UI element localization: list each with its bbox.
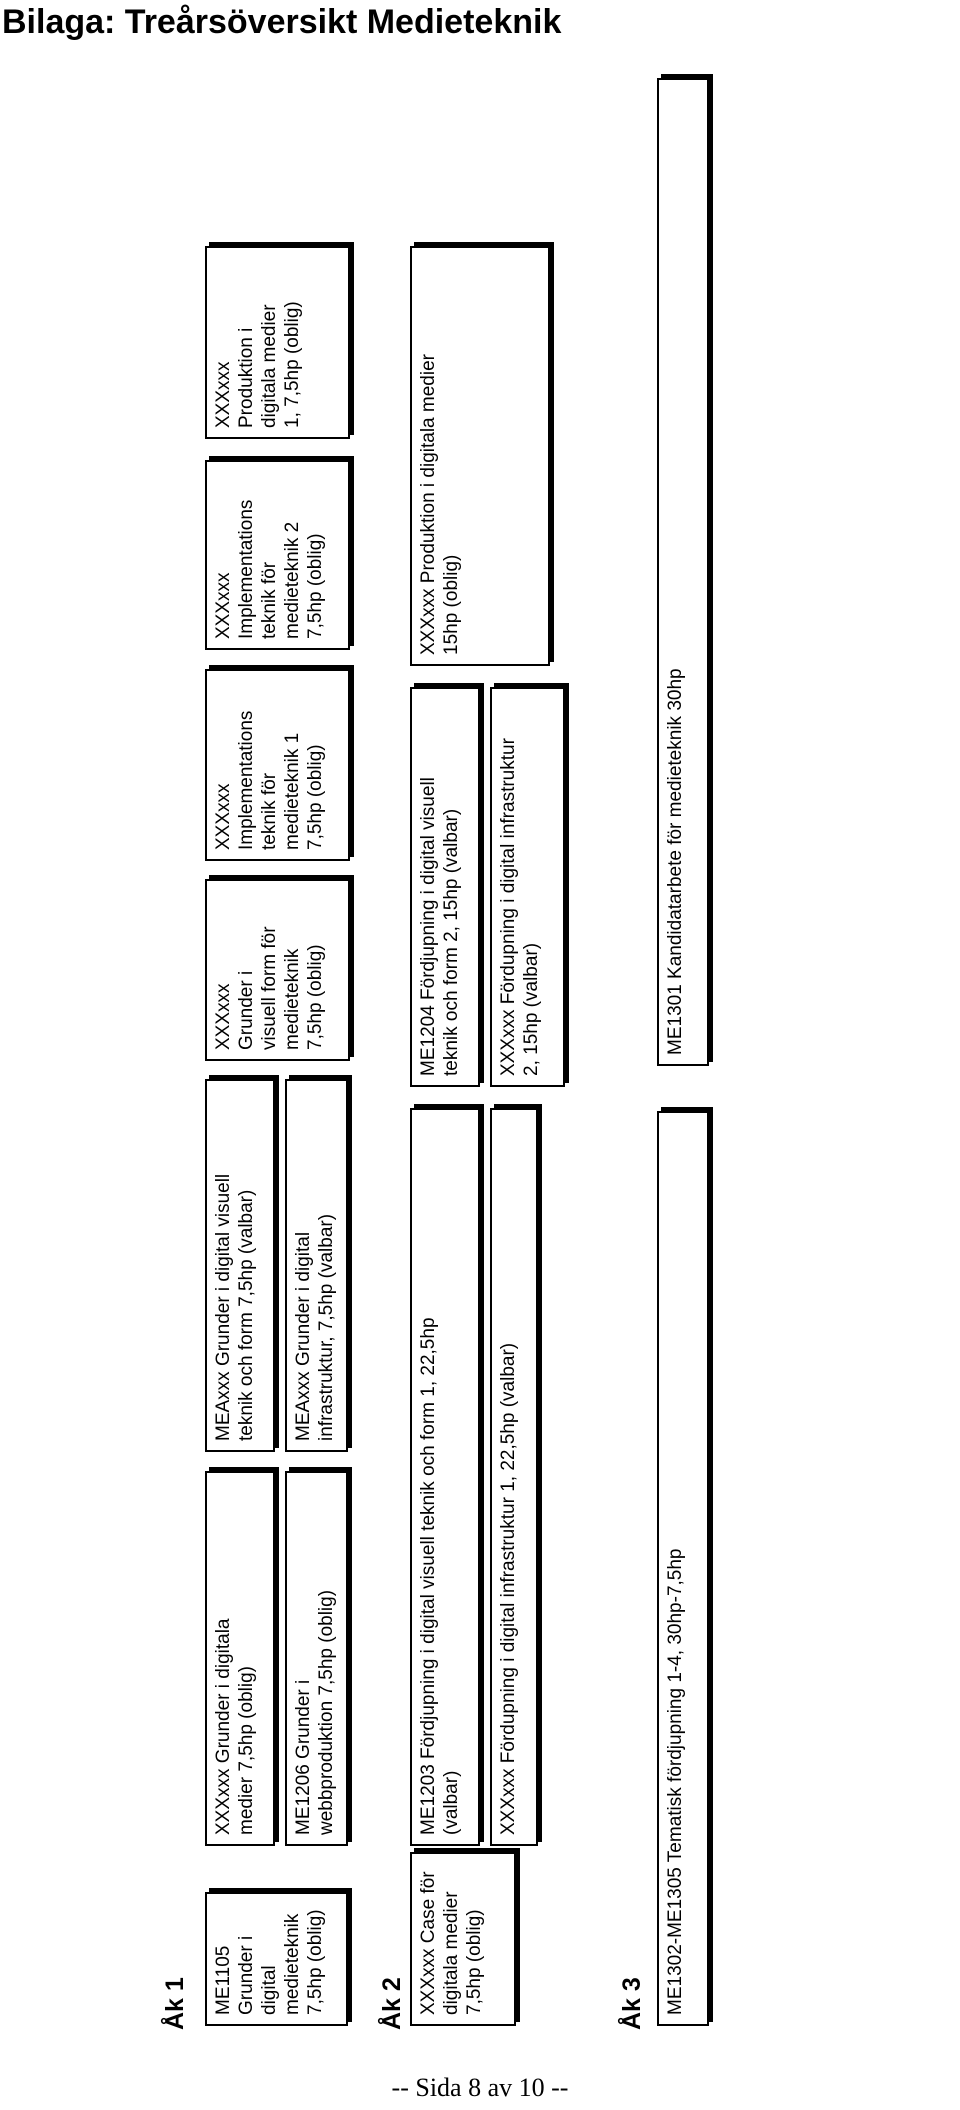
course-me1206: ME1206 Grunder i webbproduktion 7,5hp (o… — [285, 1471, 348, 1846]
page-title: Bilaga: Treårsöversikt Medieteknik — [2, 3, 562, 41]
course-me1105: ME1105 Grunder i digital medieteknik 7,5… — [205, 1892, 348, 2026]
course-produktion-15hp: XXXxxx Produktion i digitala medier 15hp… — [410, 246, 550, 666]
course-overview: Åk 1 ME1105 Grunder i digital medietekni… — [160, 78, 880, 2030]
course-me1204: ME1204 Fördjupning i digital visuell tek… — [410, 687, 480, 1087]
year-label-2: Åk 2 — [378, 1977, 406, 2030]
course-text: ME1302-ME1305 Tematisk fördjupning 1-4, … — [665, 1548, 686, 2016]
year-label-3: Åk 3 — [618, 1977, 646, 2030]
course-kandidatarbete: ME1301 Kandidatarbete för medieteknik 30… — [657, 78, 709, 1066]
page-footer: -- Sida 8 av 10 -- — [391, 2073, 569, 2102]
course-text: XXXxxx Fördupning i digital infrastruktu… — [498, 1342, 519, 1835]
course-text: XXXxxx Grunder i visuell form för mediet… — [213, 926, 326, 1050]
course-text: XXXxxx Implementations teknik för mediet… — [213, 499, 326, 639]
course-text: MEAxxx Grunder i digital visuell teknik … — [213, 1173, 257, 1441]
course-meaxxx-infrastruktur: MEAxxx Grunder i digital infrastruktur, … — [285, 1079, 348, 1452]
course-tematisk-fordjupning: ME1302-ME1305 Tematisk fördjupning 1-4, … — [657, 1111, 709, 2026]
course-case: XXXxxx Case för digitala medier 7,5hp (o… — [410, 1852, 516, 2026]
course-produktion-1: XXXxxx Produktion i digitala medier 1, 7… — [205, 246, 350, 439]
course-me1203: ME1203 Fördjupning i digital visuell tek… — [410, 1108, 480, 1846]
course-text: XXXxxx Case för digitala medier 7,5hp (o… — [418, 1871, 485, 2015]
course-text: XXXxxx Produktion i digitala medier 1, 7… — [213, 301, 303, 428]
course-text: XXXxxx Produktion i digitala medier 15hp… — [418, 354, 462, 655]
course-text: XXXxxx Implementations teknik för mediet… — [213, 710, 326, 850]
course-implementation-2: XXXxxx Implementations teknik för mediet… — [205, 460, 350, 650]
course-text: XXXxxx Fördupning i digital infrastruktu… — [498, 738, 542, 1076]
course-meaxxx-visuell: MEAxxx Grunder i digital visuell teknik … — [205, 1079, 275, 1452]
course-grunder-digitala-medier: XXXxxx Grunder i digitala medier 7,5hp (… — [205, 1471, 275, 1846]
year-label-1: Åk 1 — [161, 1977, 189, 2030]
course-text: XXXxxx Grunder i digitala medier 7,5hp (… — [213, 1618, 257, 1836]
course-text: MEAxxx Grunder i digital infrastruktur, … — [293, 1213, 337, 1441]
course-text: ME1301 Kandidatarbete för medieteknik 30… — [665, 668, 686, 1055]
course-infrastruktur-1: XXXxxx Fördupning i digital infrastruktu… — [490, 1108, 538, 1846]
course-text: ME1204 Fördjupning i digital visuell tek… — [418, 777, 462, 1076]
course-text: ME1206 Grunder i webbproduktion 7,5hp (o… — [293, 1589, 337, 1835]
course-text: ME1203 Fördjupning i digital visuell tek… — [418, 1317, 462, 1835]
course-text: ME1105 Grunder i digital medieteknik 7,5… — [213, 1909, 326, 2015]
course-implementation-1: XXXxxx Implementations teknik för mediet… — [205, 669, 350, 861]
course-visuell-form: XXXxxx Grunder i visuell form för mediet… — [205, 879, 350, 1061]
course-infrastruktur-2: XXXxxx Fördupning i digital infrastruktu… — [490, 687, 565, 1087]
